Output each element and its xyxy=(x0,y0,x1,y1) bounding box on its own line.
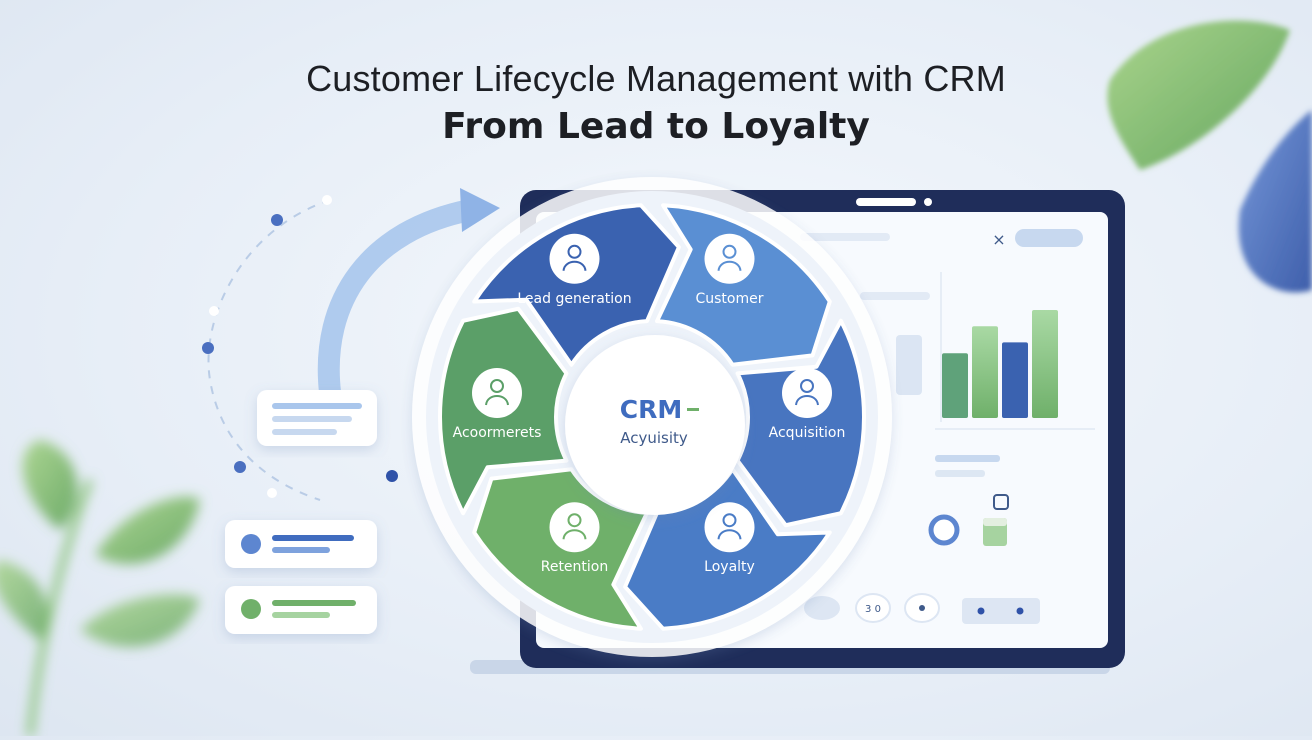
lifecycle-wheel: Lead generation CustomerAcquisitionLoyalt… xyxy=(412,177,892,657)
customer-headset-icon xyxy=(704,233,755,284)
dashboard-ring-indicator xyxy=(928,514,960,546)
dashboard-control[interactable] xyxy=(855,593,891,623)
cycle-segment-label: Lead generation xyxy=(517,291,631,307)
crm-hub-title: CRM xyxy=(620,395,682,424)
leaf-decoration-bottom-left xyxy=(0,440,200,737)
dashboard-bar xyxy=(972,326,998,418)
cycle-segment-customer xyxy=(655,203,832,367)
cycle-arrow xyxy=(317,188,500,403)
dashboard-bar-chart xyxy=(942,310,1058,418)
user-search-icon xyxy=(549,233,600,284)
cycle-segment-label: Acquisition xyxy=(769,425,846,441)
cycle-segment-label: Customer xyxy=(695,291,763,307)
handshake-icon xyxy=(782,368,832,418)
cycle-segment-lead-generation xyxy=(472,203,681,367)
info-card-text xyxy=(257,390,377,446)
cycle-segment-label: Acoormerets xyxy=(453,425,542,441)
page-subtitle: From Lead to Loyalty xyxy=(442,106,870,147)
dashboard-control-pill[interactable] xyxy=(962,598,1040,624)
leaf-decoration-top-right xyxy=(1107,20,1312,293)
support-agent-icon xyxy=(549,502,600,553)
info-card-blue xyxy=(225,520,377,568)
cycle-segment-label: Retention xyxy=(541,559,609,575)
dashboard-bar xyxy=(942,353,968,418)
close-icon[interactable]: × xyxy=(992,230,1005,249)
dashboard-bar xyxy=(1032,310,1058,418)
loyal-user-icon xyxy=(704,502,755,553)
page-title: Customer Lifecycle Management with CRM xyxy=(306,58,1006,99)
info-card-green xyxy=(225,586,377,634)
search-pill xyxy=(1015,229,1083,247)
document-list-icon xyxy=(472,368,522,418)
flow-path-decoration xyxy=(202,195,398,501)
laptop-camera-bar xyxy=(856,198,916,206)
cycle-segment-acquisition xyxy=(735,318,866,528)
dashboard-control[interactable] xyxy=(804,596,840,620)
dashboard-bar xyxy=(1002,342,1028,418)
cycle-segment-label: Loyalty xyxy=(704,559,755,575)
crm-hub-subtitle: Acyuisity xyxy=(620,429,688,447)
crm-hub xyxy=(565,335,745,515)
dashboard-control-text: 3 0 xyxy=(865,604,881,615)
